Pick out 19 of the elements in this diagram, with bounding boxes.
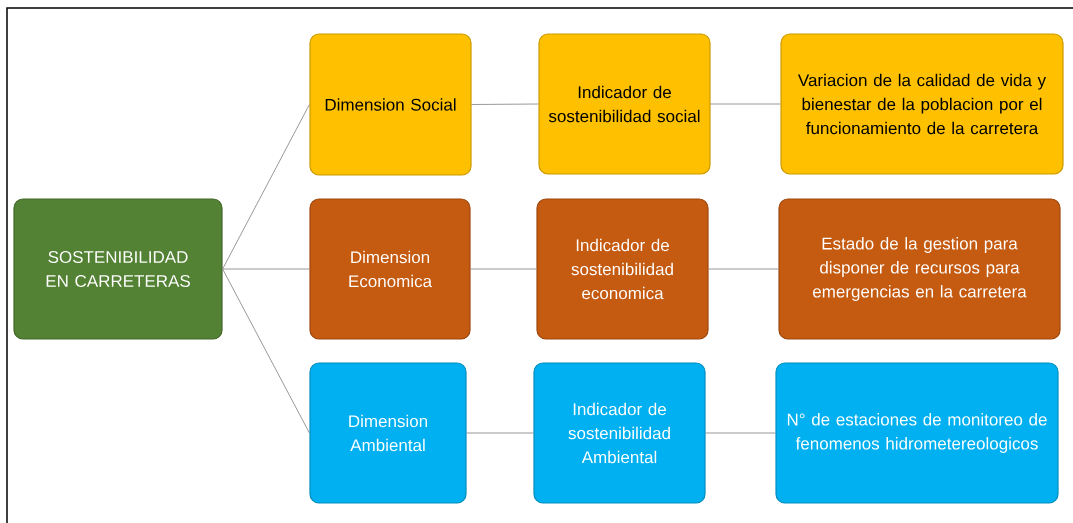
dimension-box: Dimension Social — [309, 33, 472, 176]
dimension-box: Dimension Economica — [309, 198, 471, 340]
connector-line — [705, 432, 776, 434]
indicator-box: Indicador de sostenibilidad Ambiental — [533, 362, 706, 504]
description-box: N° de estaciones de monitoreo de fenomenos hidrometereologicos — [775, 362, 1059, 504]
connector-line — [470, 268, 537, 270]
connector-line — [471, 103, 539, 105]
connector-line — [222, 268, 310, 434]
connector-line — [708, 268, 779, 270]
indicator-box: Indicador de sostenibilidad economica — [536, 198, 709, 340]
connector-line — [466, 432, 534, 434]
description-box: Estado de la gestion para disponer de recursos para emergencias en la carretera — [778, 198, 1061, 340]
topic-box: SOSTENIBILIDAD EN CARRETERAS — [13, 198, 223, 340]
connector-line — [222, 104, 310, 270]
connector-line — [710, 103, 781, 105]
connector-line — [222, 268, 310, 270]
description-box: Variacion de la calidad de vida y bienestar de la poblacion por el funcionamiento de la carretera — [780, 33, 1064, 175]
indicator-box: Indicador de sostenibilidad social — [538, 33, 711, 175]
dimension-box: Dimension Ambiental — [309, 362, 467, 504]
